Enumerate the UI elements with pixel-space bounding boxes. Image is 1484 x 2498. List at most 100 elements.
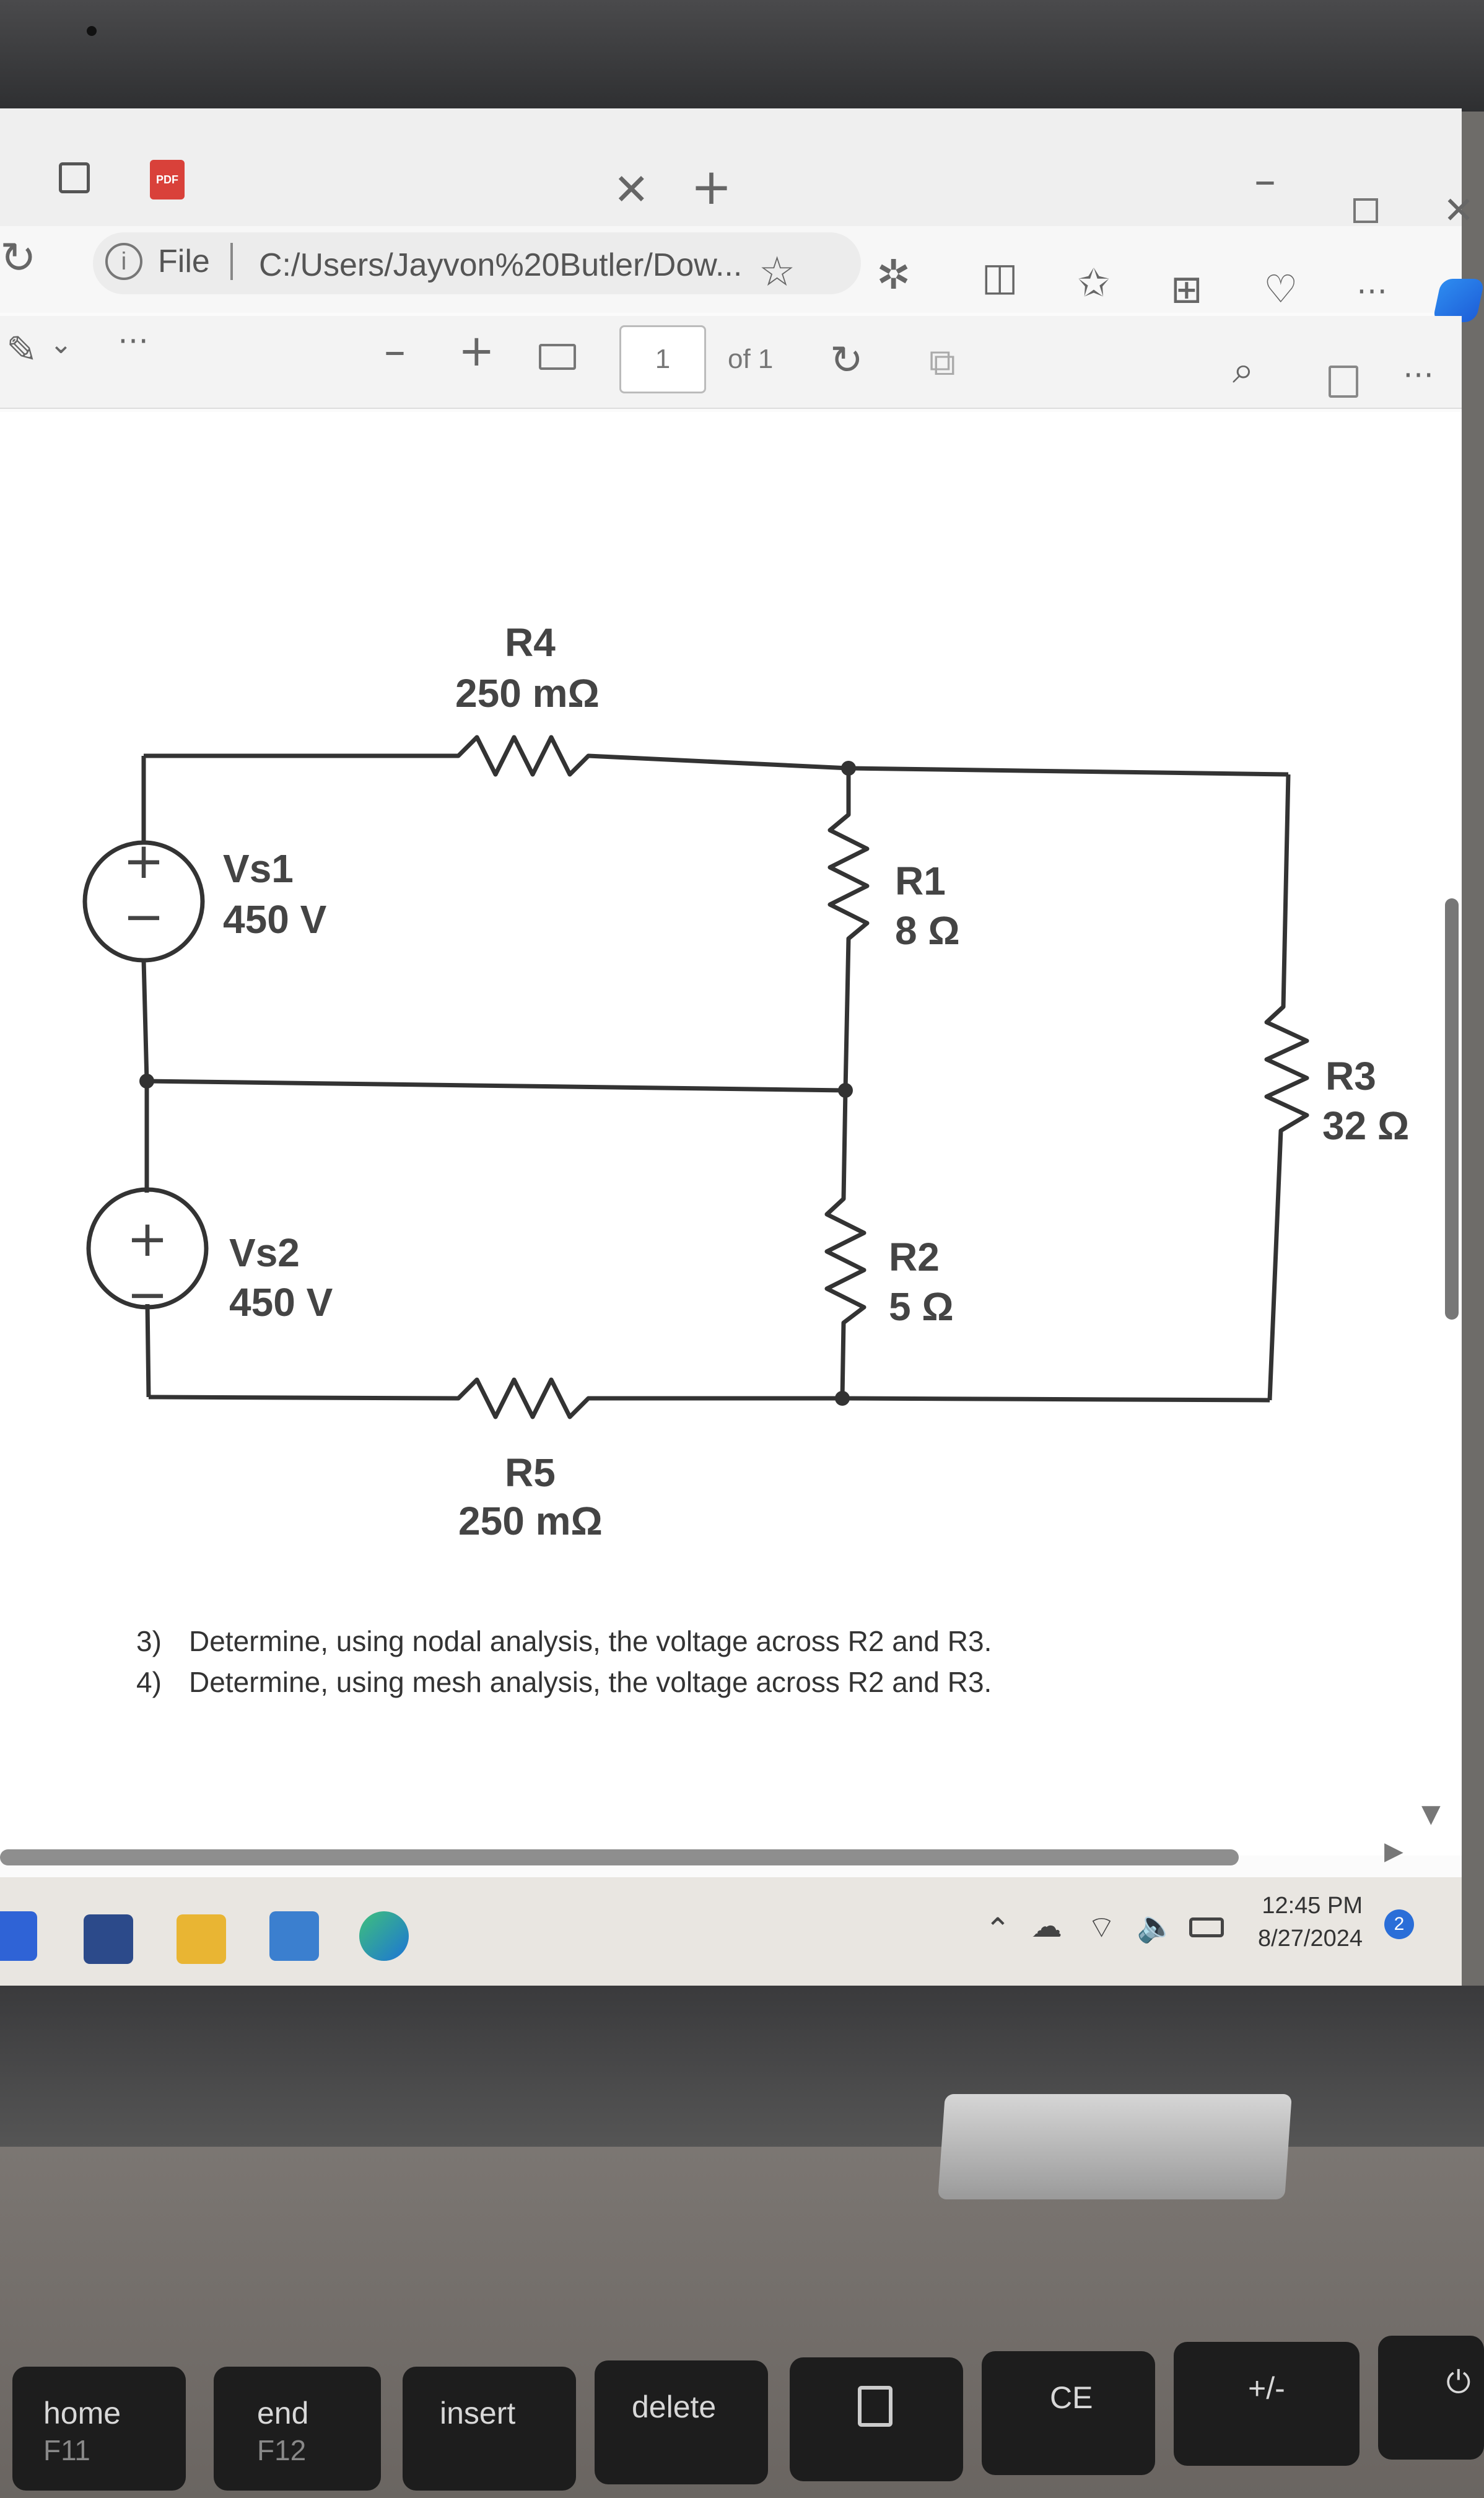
r3-value: 32 Ω [1322, 1103, 1410, 1148]
vs1-minus-sign: − [123, 888, 164, 945]
problem-4-number: 4) [136, 1666, 162, 1698]
webcam [87, 26, 97, 36]
edge-browser-icon[interactable] [359, 1911, 409, 1961]
fit-page-icon[interactable] [539, 344, 576, 370]
collections-icon[interactable]: ⊞ [1171, 266, 1203, 312]
maximize-icon[interactable] [1353, 198, 1378, 223]
url-text[interactable]: C:/Users/Jayvon%20Butler/Dow... [259, 247, 743, 283]
more-options-icon[interactable]: ⋯ [1356, 273, 1387, 309]
onedrive-icon[interactable]: ☁ [1031, 1908, 1062, 1944]
key-insert[interactable]: insert [403, 2367, 576, 2491]
new-tab-icon[interactable]: + [691, 158, 733, 216]
rotate-icon[interactable]: ↻ [830, 338, 863, 383]
source-vs2 [86, 1187, 209, 1310]
wire-left-lower [145, 1304, 151, 1398]
node-left [139, 1074, 154, 1089]
close-tab-icon[interactable]: ✕ [613, 164, 650, 215]
problem-4-text: Determine, using mesh analysis, the volt… [189, 1666, 992, 1698]
key-power[interactable]: ⏻ [1378, 2336, 1484, 2460]
video-app-icon[interactable] [0, 1911, 37, 1961]
tab-actions-icon[interactable] [59, 162, 90, 193]
pdf-more-icon[interactable]: ⋯ [1403, 356, 1434, 392]
r4-name: R4 [505, 620, 556, 665]
vs1-plus-sign: + [123, 832, 164, 890]
r5-name: R5 [505, 1450, 556, 1495]
node-bottom [835, 1391, 850, 1406]
scroll-down-arrow-icon[interactable]: ▼ [1421, 1800, 1441, 1828]
vs2-plus-sign: + [126, 1210, 168, 1268]
store-icon[interactable] [84, 1914, 133, 1964]
favorites-icon[interactable]: ✩ [1078, 260, 1110, 305]
key-delete[interactable]: delete [595, 2360, 768, 2484]
minimize-icon[interactable]: – [1254, 155, 1276, 206]
problem-3-text: Determine, using nodal analysis, the vol… [189, 1625, 992, 1657]
wire-top [144, 735, 1289, 777]
key-calculator[interactable] [790, 2357, 963, 2481]
search-icon[interactable]: ⌕ [1233, 347, 1254, 392]
battery-icon[interactable] [1189, 1917, 1224, 1937]
wifi-icon[interactable]: ⌔ [1087, 1909, 1116, 1945]
key-ce[interactable]: CE [982, 2351, 1155, 2475]
taskbar-time[interactable]: 12:45 PM [1262, 1893, 1363, 1919]
source-vs1 [82, 840, 205, 963]
laptop-hinge [938, 2094, 1292, 2199]
3d-app-icon[interactable] [269, 1911, 319, 1961]
wire-bottom [148, 1377, 1270, 1419]
save-icon[interactable] [1329, 366, 1358, 398]
page-number-input[interactable]: 1 [619, 325, 706, 393]
horizontal-scrollbar[interactable] [0, 1849, 1239, 1865]
page-total: of 1 [728, 344, 774, 374]
refresh-icon[interactable]: ↻ [0, 232, 37, 283]
r1-name: R1 [895, 859, 946, 903]
url-divider [230, 243, 233, 280]
r1-value: 8 Ω [895, 908, 960, 953]
toolbar-more-icon[interactable]: ⋯ [118, 322, 149, 358]
power-icon: ⏻ [1446, 2364, 1471, 2400]
resistor-r2 [824, 1090, 866, 1399]
wire-middle [146, 1079, 846, 1093]
volume-muted-icon[interactable]: 🔈 [1137, 1908, 1176, 1944]
pdf-toolbar [0, 316, 1462, 409]
two-page-icon[interactable]: ⧉ [929, 341, 956, 384]
problem-3-number: 3) [136, 1625, 162, 1657]
url-prefix: File [158, 243, 210, 279]
r5-value: 250 mΩ [458, 1499, 603, 1543]
pdf-icon: PDF [150, 160, 185, 199]
vs1-value: 450 V [223, 897, 327, 942]
vs2-value: 450 V [229, 1280, 333, 1325]
scroll-right-arrow-icon[interactable]: ▶ [1384, 1837, 1403, 1865]
close-window-icon[interactable]: ✕ [1443, 189, 1475, 232]
vs2-minus-sign: − [126, 1266, 168, 1323]
r3-name: R3 [1325, 1054, 1376, 1098]
taskbar-date[interactable]: 8/27/2024 [1257, 1926, 1363, 1952]
zoom-out-icon[interactable]: – [384, 325, 406, 376]
star-icon[interactable]: ☆ [759, 248, 796, 296]
info-icon[interactable]: i [105, 243, 142, 280]
r2-name: R2 [889, 1235, 940, 1279]
chevron-down-icon[interactable]: ⌄ [50, 328, 72, 360]
file-explorer-icon[interactable] [177, 1914, 226, 1964]
calculator-icon [858, 2386, 893, 2427]
node-middle [838, 1083, 853, 1098]
windows-taskbar [0, 1877, 1462, 1989]
browser-titlebar [0, 108, 1462, 232]
resistor-r1 [827, 768, 870, 1091]
draw-icon[interactable]: ✎ [6, 328, 38, 372]
health-icon[interactable]: ♡ [1264, 266, 1298, 312]
vs1-name: Vs1 [223, 846, 294, 891]
pdf-document-page [0, 412, 1462, 1856]
key-plus-minus[interactable]: +/- [1174, 2342, 1360, 2466]
circuit-diagram: + − + − [82, 735, 1309, 1419]
extension-icon[interactable]: ✲ [876, 251, 911, 299]
node-top [841, 761, 856, 776]
chevron-up-icon[interactable]: ⌃ [985, 1911, 1011, 1947]
address-bar[interactable] [93, 232, 861, 294]
notification-badge[interactable]: 2 [1384, 1909, 1414, 1939]
zoom-in-icon[interactable]: + [458, 325, 495, 376]
vertical-scrollbar[interactable] [1445, 898, 1459, 1320]
r2-value: 5 Ω [889, 1284, 954, 1329]
resistor-r3 [1264, 774, 1309, 1401]
split-screen-icon[interactable]: ◫ [982, 254, 1018, 299]
